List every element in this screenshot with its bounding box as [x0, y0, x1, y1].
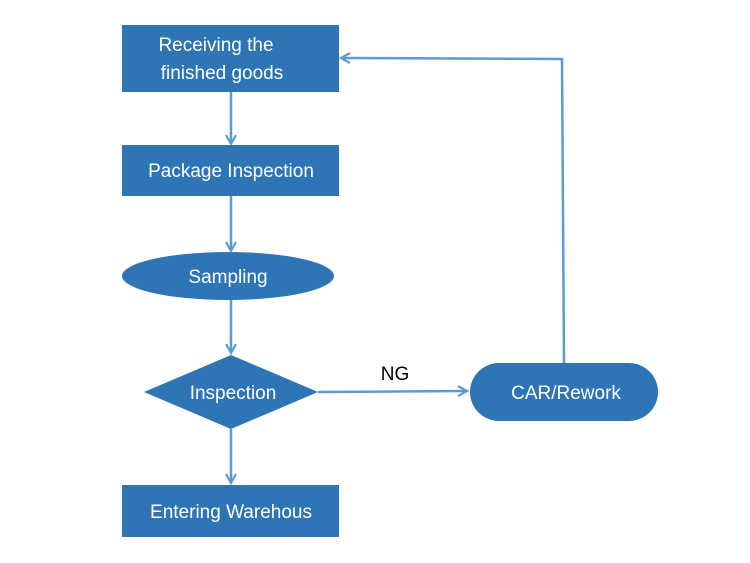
- connectors: [231, 58, 566, 482]
- node-entering-warehouse-label: Entering Warehous: [150, 502, 312, 523]
- node-car-rework: CAR/Rework: [470, 363, 658, 421]
- node-receiving-label-line1: Receiving the: [158, 35, 273, 56]
- node-package-inspection: Package Inspection: [122, 145, 339, 196]
- node-inspection-shape: [144, 355, 318, 429]
- node-sampling-label: Sampling: [188, 267, 267, 288]
- node-sampling: Sampling: [122, 252, 334, 300]
- node-entering-warehouse: Entering Warehous: [122, 485, 339, 537]
- node-sampling-shape: [122, 252, 334, 300]
- edge-inspection-to-car-rework: [317, 391, 466, 392]
- edge-car-rework-to-receiving: [342, 58, 566, 364]
- node-receiving-label-line2: finished goods: [161, 63, 284, 84]
- node-inspection: Inspection: [144, 355, 318, 429]
- node-entering-warehouse-shape: [122, 485, 339, 537]
- node-car-rework-shape: [470, 363, 658, 421]
- node-receiving-shape: [122, 25, 339, 92]
- node-package-inspection-shape: [122, 145, 339, 196]
- edge-label-ng: NG: [381, 364, 410, 385]
- node-car-rework-label: CAR/Rework: [511, 383, 621, 404]
- node-inspection-label: Inspection: [190, 383, 277, 404]
- node-receiving: Receiving the finished goods: [122, 25, 339, 92]
- node-package-inspection-label: Package Inspection: [148, 161, 314, 182]
